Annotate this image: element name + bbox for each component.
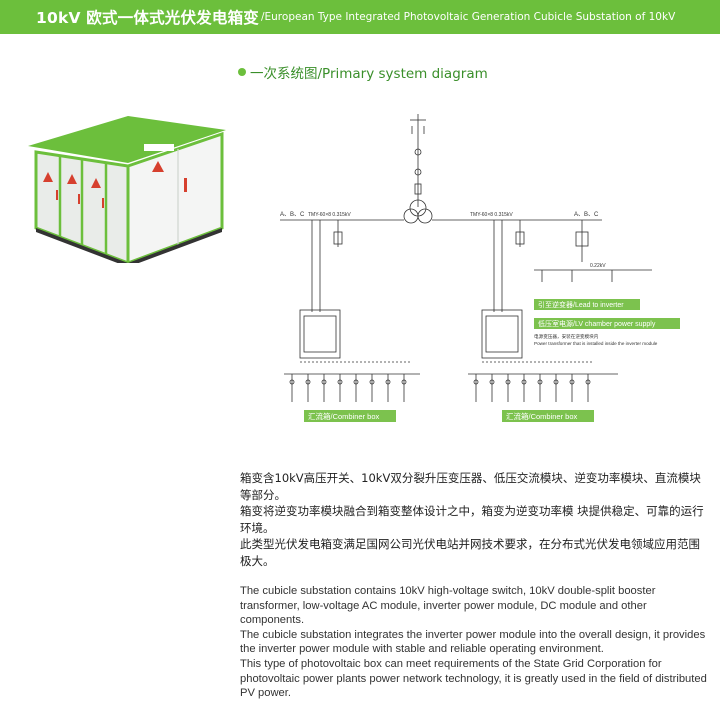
description-cn: 箱变含10kV高压开关、10kV双分裂升压变压器、低压交流模块、逆变功率模块、直… bbox=[240, 470, 710, 569]
warning-icon bbox=[43, 172, 53, 182]
warning-icon bbox=[152, 161, 164, 172]
description-en: The cubicle substation contains 10kV hig… bbox=[240, 584, 710, 701]
description-en-paragraph: The cubicle substation integrates the in… bbox=[240, 628, 706, 656]
bus-label-left: A、B、C bbox=[280, 212, 305, 218]
busbar-label-left: TMY-60×8 0.315kV bbox=[308, 212, 351, 218]
note-cn: 电源变压器，安装在逆变模块内 bbox=[534, 333, 599, 340]
description-cn-paragraph: 箱变含10kV高压开关、10kV双分裂升压变压器、低压交流模块、逆变功率模块、直… bbox=[240, 471, 701, 502]
section-title: 一次系统图/Primary system diagram bbox=[238, 62, 488, 82]
warning-icon bbox=[67, 174, 77, 184]
voltage-label: 0.22kV bbox=[590, 263, 606, 269]
combiner-badge-right bbox=[502, 410, 594, 422]
description-en-paragraph: The cubicle substation contains 10kV hig… bbox=[240, 585, 656, 627]
warning-icon bbox=[91, 178, 101, 188]
bullet-icon bbox=[238, 68, 246, 76]
primary-system-diagram: A、B、C A、B、C TMY-60×8 0.315kV TMY-60×8 0.… bbox=[280, 114, 680, 422]
page-header: 10kV 欧式一体式光伏发电箱变 /European Type Integrat… bbox=[0, 0, 720, 34]
section-title-text: 一次系统图/Primary system diagram bbox=[250, 66, 488, 82]
cabinet-roof bbox=[28, 116, 226, 163]
description-en-paragraph: This type of photovoltaic box can meet r… bbox=[240, 657, 707, 700]
lv-power-badge bbox=[534, 318, 680, 329]
combiner-label-right: 汇流箱/Combiner box bbox=[506, 411, 578, 421]
lead-inverter-badge bbox=[534, 299, 640, 310]
description-cn-paragraph: 此类型光伏发电箱变满足国网公司光伏电站并网技术要求，在分布式光伏发电领域应用范围… bbox=[240, 537, 700, 568]
combiner-label-left: 汇流箱/Combiner box bbox=[308, 411, 380, 421]
header-title-en: /European Type Integrated Photovoltaic G… bbox=[260, 11, 676, 23]
lead-inverter-label: 引至逆变器/Lead to inverter bbox=[538, 300, 624, 309]
description-cn-paragraph: 箱变将逆变功率模块融合到箱变整体设计之中，箱变为逆变功率模 块提供稳定、可靠的运… bbox=[240, 504, 704, 535]
lv-power-label: 低压室电源/LV chamber power supply bbox=[538, 319, 656, 328]
busbar-label-right: TMY-60×8 0.315kV bbox=[470, 212, 513, 218]
note-en: Power transformer that is installed insi… bbox=[534, 341, 658, 346]
brand-logo bbox=[144, 144, 174, 151]
header-title-cn: 10kV 欧式一体式光伏发电箱变 bbox=[36, 9, 259, 27]
cabinet-illustration bbox=[28, 116, 226, 263]
bus-label-right: A、B、C bbox=[574, 212, 599, 218]
combiner-badge-left bbox=[304, 410, 396, 422]
